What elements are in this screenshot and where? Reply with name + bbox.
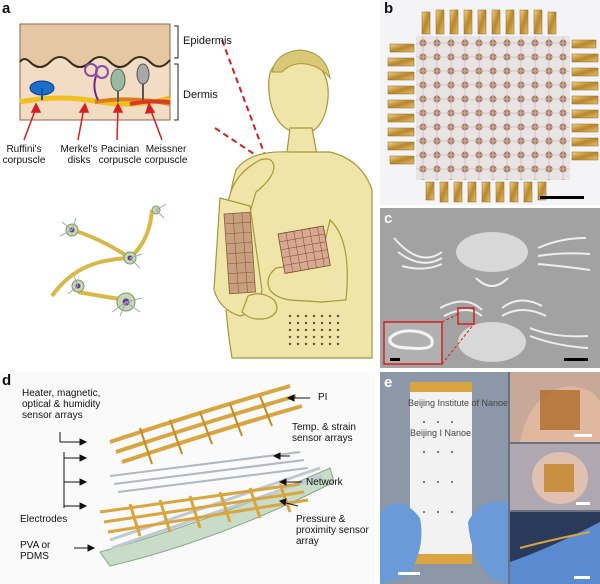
substrate-label: PVA or PDMS xyxy=(20,540,51,562)
panel-b: b xyxy=(380,0,600,205)
network-label: Network xyxy=(306,477,343,488)
scale-bar-e-top xyxy=(574,434,592,437)
scale-bar-e-bottom xyxy=(574,576,590,579)
receptor-merkel-label: Merkel's disks xyxy=(60,144,98,166)
roll-text-1: Beijing Institute of Nanoe xyxy=(408,398,509,408)
scale-bar-b xyxy=(540,196,584,199)
temp-strain-label: Temp. & strain sensor arrays xyxy=(292,422,356,444)
receptor-meissner-label: Meissner corpuscle xyxy=(144,144,188,166)
panel-label-e: e xyxy=(384,374,393,391)
sem-micrograph xyxy=(380,208,600,368)
device-photos xyxy=(380,372,600,584)
receptor-ruffini-label: Ruffini's corpuscle xyxy=(2,144,46,166)
scale-bar-e-mid xyxy=(576,502,590,505)
scale-bar-c-inset xyxy=(390,358,400,361)
layer-stack-diagram xyxy=(59,384,335,567)
pressure-proximity-label: Pressure & proximity sensor array xyxy=(296,514,369,547)
sensor-array-photo xyxy=(387,9,599,203)
skin-diagram xyxy=(19,23,373,359)
panel-a: a xyxy=(0,0,375,368)
dermis-label: Dermis xyxy=(183,89,218,101)
panel-d: d xyxy=(0,372,375,584)
pi-label: PI xyxy=(318,392,328,403)
panel-e: e Beijing Institute of Nanoe Beijing I N… xyxy=(380,372,600,584)
panel-c: c xyxy=(380,208,600,368)
panel-label-a: a xyxy=(2,0,11,17)
heater-sensor-label: Heater, magnetic, optical & humidity sen… xyxy=(22,388,101,421)
epidermis-label: Epidermis xyxy=(183,35,232,47)
receptor-pacinian-label: Pacinian corpuscle xyxy=(98,144,142,166)
electrodes-label: Electrodes xyxy=(20,514,68,525)
panel-label-b: b xyxy=(384,0,394,17)
scale-bar-e-left xyxy=(398,572,420,575)
panel-label-c: c xyxy=(384,210,393,227)
roll-text-2: Beijing I Nanoe xyxy=(410,428,472,438)
panel-label-d: d xyxy=(2,372,12,389)
scale-bar-c xyxy=(564,358,588,361)
